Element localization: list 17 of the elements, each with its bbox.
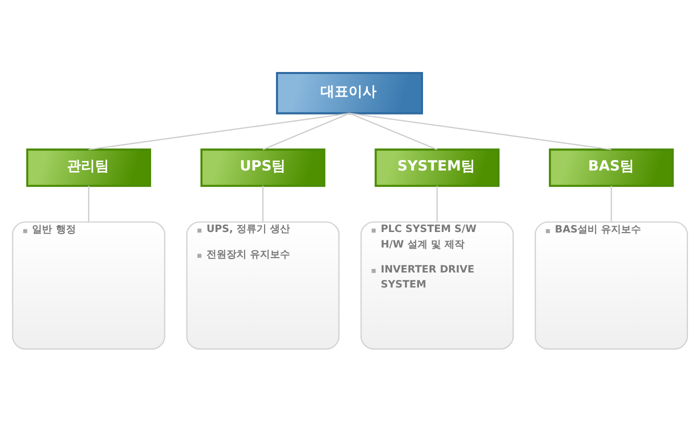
node-box: PLC SYSTEM S/W H/W 설계 및 제작 INVERTER DRIVE SYSTEM — [360, 220, 514, 350]
node-box: 일반 행정 — [12, 220, 166, 350]
node-box: UPS, 정류기 생산 전원장치 유지보수 — [186, 220, 340, 350]
connector — [610, 185, 612, 222]
connector — [88, 185, 90, 222]
connector — [349, 112, 438, 150]
node-box: SYSTEM팀 — [374, 148, 500, 186]
connector — [262, 112, 350, 150]
node-box: 관리팀 — [26, 148, 152, 186]
connector — [262, 185, 264, 222]
node-box: 대표이사 — [276, 72, 424, 114]
connector — [349, 112, 612, 150]
node-box: BAS팀 — [548, 148, 674, 186]
node-box: UPS팀 — [200, 148, 326, 186]
connector — [88, 112, 350, 150]
connector — [436, 185, 438, 222]
node-box: BAS설비 유지보수 — [534, 220, 688, 350]
